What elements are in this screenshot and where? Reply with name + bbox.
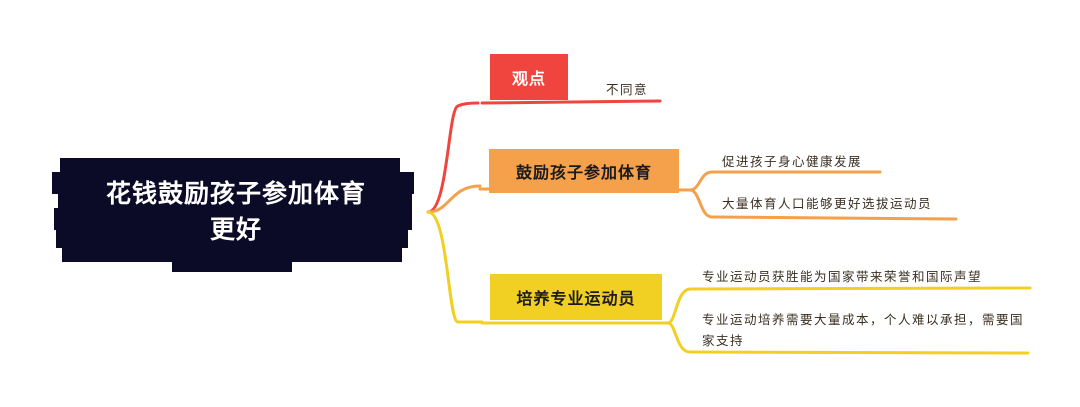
branch-node-train[interactable]: 培养专业运动员: [490, 274, 662, 320]
branch-node-encourage[interactable]: 鼓励孩子参加体育: [489, 149, 679, 193]
brush-stroke: [62, 244, 402, 262]
connector-tr2: [666, 321, 1030, 355]
brush-stroke: [172, 258, 292, 272]
branch-node-view[interactable]: 观点: [490, 54, 568, 100]
underline-view: [480, 99, 662, 105]
connector-tr1: [666, 286, 1032, 325]
connector-enc1: [688, 170, 882, 192]
leaf-encourage-2[interactable]: 大量体育人口能够更好选拔运动员: [722, 196, 933, 211]
root-title: 花钱鼓励孩子参加体育 更好: [52, 176, 420, 248]
root-title-line1: 花钱鼓励孩子参加体育: [105, 179, 366, 208]
connector-enc2: [688, 188, 958, 221]
leaf-encourage-1[interactable]: 促进孩子身心健康发展: [722, 154, 863, 169]
leaf-view-1[interactable]: 不同意: [606, 82, 649, 97]
brush-stroke: [52, 172, 414, 194]
brush-stroke: [60, 158, 400, 176]
connector-encourage: [426, 184, 482, 214]
brush-stroke: [56, 226, 408, 248]
root-node[interactable]: 花钱鼓励孩子参加体育 更好: [52, 150, 420, 278]
root-title-line2: 更好: [209, 215, 262, 244]
brush-stroke: [58, 190, 412, 212]
leaf-train-2[interactable]: 专业运动培养需要大量成本，个人难以承担，需要国家支持: [702, 312, 1025, 348]
connector-view: [426, 101, 480, 214]
brush-stroke: [54, 208, 412, 230]
connector-train: [426, 210, 484, 324]
leaf-train-1[interactable]: 专业运动员获胜能为国家带来荣誉和国际声望: [702, 269, 983, 284]
